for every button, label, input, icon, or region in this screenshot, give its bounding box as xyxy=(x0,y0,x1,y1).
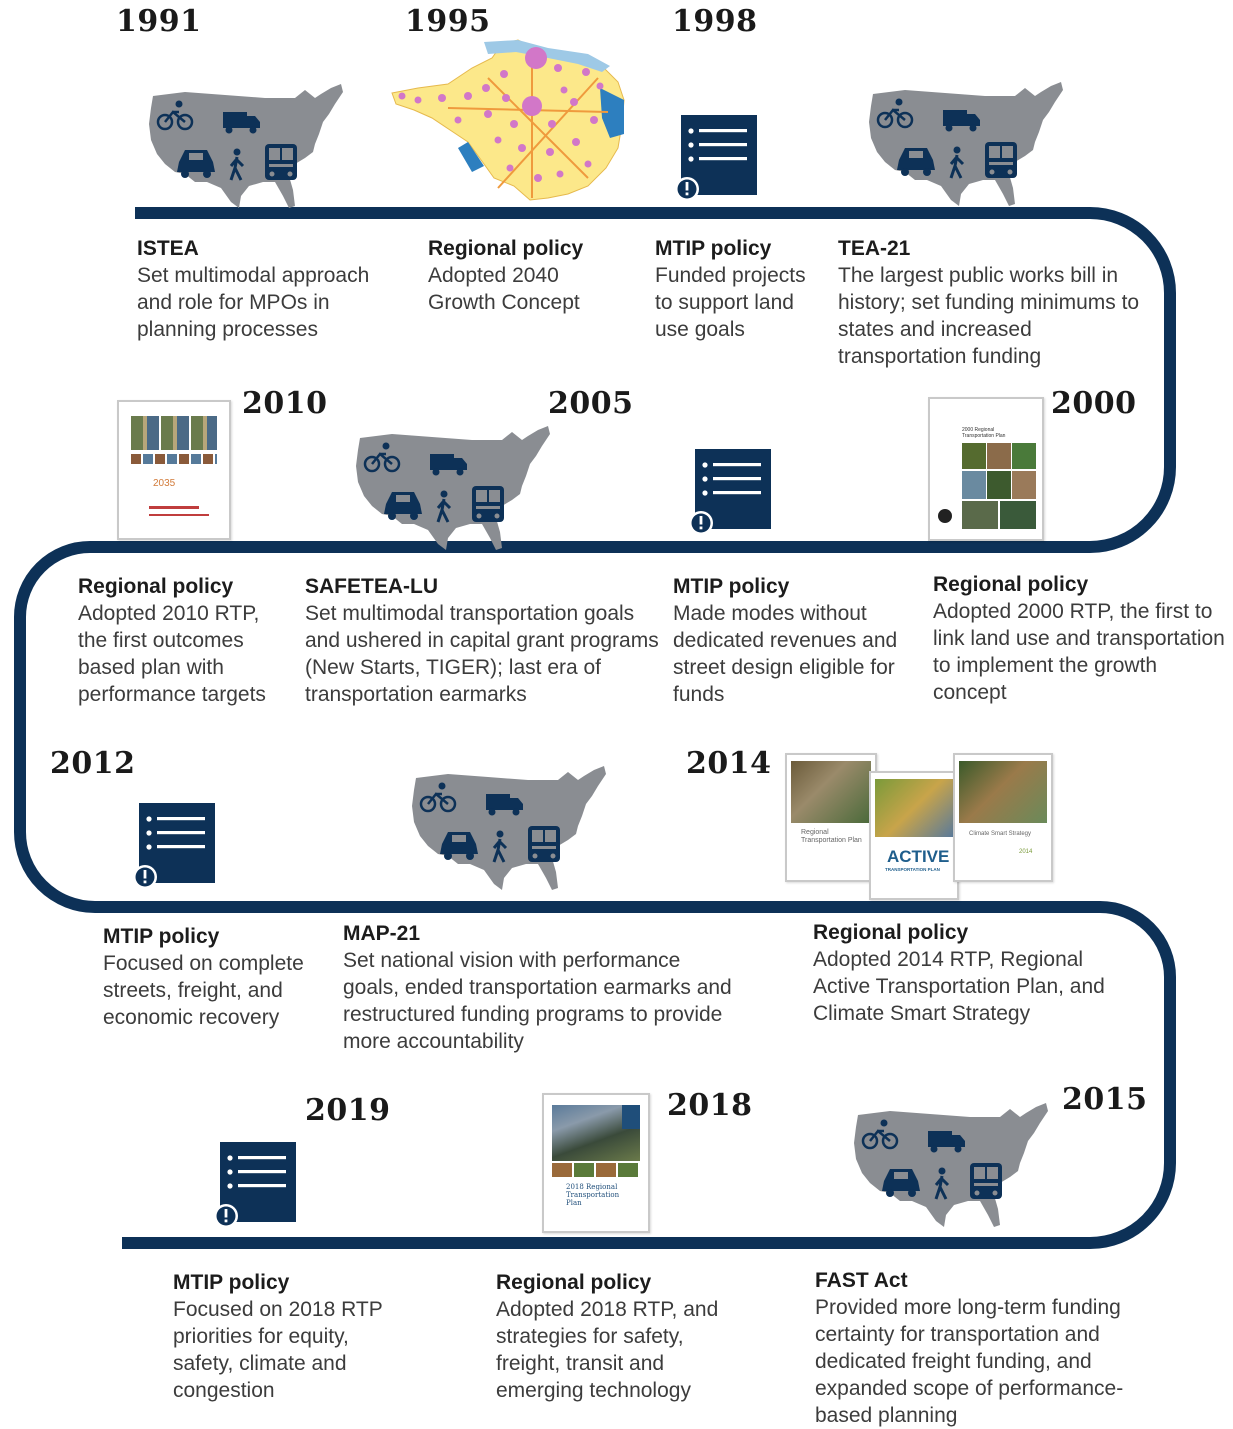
milestone-rtp-2014: Regional policy Adopted 2014 RTP, Region… xyxy=(813,920,1143,1027)
milestone-growth-concept: Regional policy Adopted 2040 Growth Conc… xyxy=(428,236,618,316)
cover-subtitle: TRANSPORTATION PLAN xyxy=(885,867,940,872)
year-label: 2005 xyxy=(548,386,634,421)
cover-rule xyxy=(149,514,209,516)
year-label: 1995 xyxy=(405,4,491,39)
milestone-description: Provided more long-term funding certaint… xyxy=(815,1296,1124,1427)
rtp-2018-cover: 2018 Regional Transportation Plan xyxy=(542,1093,650,1233)
cover-title: ACTIVE xyxy=(887,847,950,866)
milestone-rtp-2000: Regional policy Adopted 2000 RTP, the fi… xyxy=(933,572,1225,706)
milestone-map21: MAP-21 Set national vision with performa… xyxy=(343,921,733,1055)
cover-title: 2000 Regional Transportation Plan xyxy=(962,427,1006,439)
metro-logo xyxy=(938,509,952,523)
cover-title: Climate Smart Strategy xyxy=(969,831,1032,837)
cover-title: 2018 Regional Transportation Plan xyxy=(566,1183,620,1207)
milestone-istea: ISTEA Set multimodal approach and role f… xyxy=(137,236,402,343)
milestone-description: Adopted 2000 RTP, the first to link land… xyxy=(933,600,1225,704)
cover-photo xyxy=(791,761,871,823)
cover-photo-strip xyxy=(552,1163,640,1177)
cover-year-text: 2014 xyxy=(1019,849,1033,855)
policy-document-icon xyxy=(683,447,773,537)
milestone-title: Regional policy xyxy=(933,573,1089,596)
us-transportation-map-icon xyxy=(408,760,613,895)
milestone-description: Set multimodal transportation goals and … xyxy=(305,602,659,706)
milestone-rtp-2018: Regional policy Adopted 2018 RTP, and st… xyxy=(496,1270,736,1404)
milestone-mtip-1998: MTIP policy Funded projects to support l… xyxy=(655,236,827,343)
milestone-description: Set multimodal approach and role for MPO… xyxy=(137,264,370,341)
milestone-title: SAFETEA-LU xyxy=(305,575,438,598)
us-transportation-map-icon xyxy=(850,1097,1055,1232)
milestone-safetea-lu: SAFETEA-LU Set multimodal transportation… xyxy=(305,574,665,708)
milestone-title: Regional policy xyxy=(428,237,584,260)
year-label: 2015 xyxy=(1062,1082,1148,1117)
milestone-description: Made modes without dedicated revenues an… xyxy=(673,602,898,706)
year-label: 2018 xyxy=(667,1088,753,1123)
milestone-description: Funded projects to support land use goal… xyxy=(655,264,806,341)
milestone-title: MTIP policy xyxy=(655,237,772,260)
rtp-2014-cover: Regional Transportation Plan xyxy=(785,753,877,882)
us-transportation-map-icon xyxy=(145,78,350,213)
rtp-2010-cover: 2035 xyxy=(117,400,231,540)
milestone-title: ISTEA xyxy=(137,237,199,260)
year-label: 1991 xyxy=(116,4,202,39)
year-label: 1998 xyxy=(672,4,758,39)
cover-year-text: 2035 xyxy=(153,478,176,489)
cover-photo-strip xyxy=(131,416,217,450)
year-label: 2000 xyxy=(1051,386,1137,421)
milestone-description: Adopted 2010 RTP, the first outcomes bas… xyxy=(78,602,266,706)
milestone-mtip-2019: MTIP policy Focused on 2018 RTP prioriti… xyxy=(173,1270,403,1404)
milestone-tea21: TEA-21 The largest public works bill in … xyxy=(838,236,1153,370)
milestone-title: FAST Act xyxy=(815,1269,908,1292)
cover-photo xyxy=(959,761,1047,823)
cover-photo-strip xyxy=(131,454,217,464)
milestone-title: MTIP policy xyxy=(103,925,220,948)
milestone-description: Focused on complete streets, freight, an… xyxy=(103,952,304,1029)
year-label: 2014 xyxy=(686,746,772,781)
active-transportation-plan-cover: ACTIVE TRANSPORTATION PLAN xyxy=(869,771,959,900)
metro-logo xyxy=(622,1105,640,1129)
year-label: 2012 xyxy=(50,746,136,781)
milestone-description: Adopted 2018 RTP, and strategies for saf… xyxy=(496,1298,719,1402)
milestone-title: TEA-21 xyxy=(838,237,911,260)
milestone-description: Adopted 2040 Growth Concept xyxy=(428,264,580,314)
milestone-fast-act: FAST Act Provided more long-term funding… xyxy=(815,1268,1160,1429)
year-label: 2010 xyxy=(242,386,328,421)
policy-document-icon xyxy=(127,801,217,891)
climate-smart-cover: Climate Smart Strategy 2014 xyxy=(953,753,1053,882)
cover-title: Regional Transportation Plan xyxy=(801,829,862,844)
us-transportation-map-icon xyxy=(865,76,1070,211)
milestone-description: The largest public works bill in history… xyxy=(838,264,1140,368)
milestone-mtip-2000s: MTIP policy Made modes without dedicated… xyxy=(673,574,923,708)
policy-document-icon xyxy=(208,1140,298,1230)
cover-rule xyxy=(149,506,199,509)
cover-photo xyxy=(875,779,953,837)
milestone-title: MAP-21 xyxy=(343,922,421,945)
us-transportation-map-icon xyxy=(352,420,557,555)
rtp-2000-cover: 2000 Regional Transportation Plan xyxy=(928,397,1044,541)
growth-concept-map xyxy=(391,39,625,201)
milestone-mtip-2012: MTIP policy Focused on complete streets,… xyxy=(103,924,328,1031)
milestone-description: Adopted 2014 RTP, Regional Active Transp… xyxy=(813,948,1105,1025)
milestone-title: MTIP policy xyxy=(673,575,790,598)
cover-photo-grid xyxy=(962,443,1036,529)
milestone-title: Regional policy xyxy=(78,575,234,598)
milestone-description: Focused on 2018 RTP priorities for equit… xyxy=(173,1298,383,1402)
milestone-rtp-2010: Regional policy Adopted 2010 RTP, the fi… xyxy=(78,574,293,708)
milestone-title: Regional policy xyxy=(496,1271,652,1294)
milestone-description: Set national vision with performance goa… xyxy=(343,949,732,1053)
policy-document-icon xyxy=(669,113,759,203)
year-label: 2019 xyxy=(305,1093,391,1128)
milestone-title: MTIP policy xyxy=(173,1271,290,1294)
milestone-title: Regional policy xyxy=(813,921,969,944)
